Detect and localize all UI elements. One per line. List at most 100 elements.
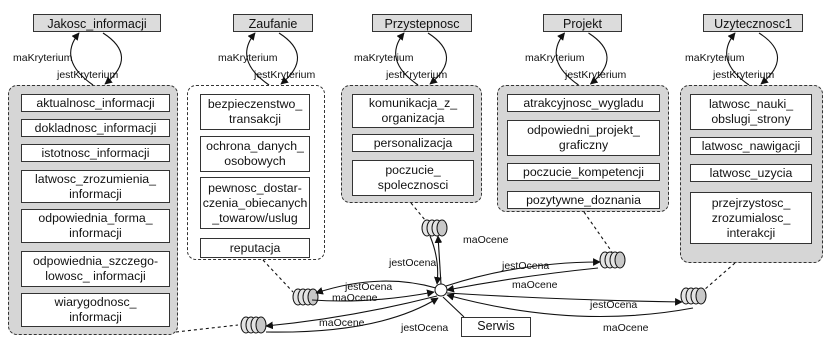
rating-node-icon [292,288,319,306]
criterion-label: personalizacja [373,135,453,150]
group-to-rating-link [703,262,736,291]
criterion-label: przejrzystosc_ zrozumialosc_ interakcji [711,195,791,240]
criterion-node: przejrzystosc_ zrozumialosc_ interakcji [690,192,812,244]
makryterium-arrow [555,32,579,86]
makryterium-arrow [246,32,270,86]
edge-label-maocene: maOcene [319,317,365,329]
criterion-node: wiarygodnosc_ informacji [21,293,170,327]
maocene-arrow [315,280,437,295]
criterion-label: aktualnosc_informacji [36,95,155,110]
edge-label-jestkryterium: jestKryterium [57,69,119,81]
criterion-node: pewnosc_dostar- czenia_obiecanych _towar… [200,177,310,229]
criteria-group [187,85,325,260]
criterion-label: istotnosc_informacji [41,145,150,160]
edge-label-maocene: maOcene [332,292,378,304]
edge-label-jestocena: jestOcena [502,260,550,272]
edge-label-makryterium: maKryterium [525,52,585,64]
maocene-arrow [265,295,438,330]
criterion-node: poczucie_ spolecznosci [352,160,474,196]
service-link [442,296,465,318]
jestocena-arrow [429,235,442,285]
criterion-label: komunikacja_z_ organizacja [368,96,458,125]
criterion-node: latwosc_zrozumienia_ informacji [21,170,170,203]
criterion-node: latwosc_nauki_ obslugi_strony [690,94,812,130]
criterion-label: latwosc_nauki_ obslugi_strony [708,97,794,126]
rating-node-icon [599,251,626,269]
criterion-node: dokladnosc_informacji [21,119,170,137]
edge-label-maocene: maOcene [603,322,649,334]
category-node: Uzytecznosc1 [703,14,803,32]
jestocena-arrow [446,292,683,306]
criterion-node: aktualnosc_informacji [21,94,170,112]
criterion-label: latwosc_uzycia [709,165,793,180]
edge-label-maocene: maOcene [512,279,558,291]
criterion-label: odpowiednia_szczego- lowosc_ informacji [32,254,159,283]
edge-label-jestkryterium: jestKryterium [254,69,316,81]
criterion-label: pewnosc_dostar- czenia_obiecanych _towar… [202,180,308,225]
group-to-rating-link [410,202,426,221]
service-node [434,283,448,297]
group-to-rating-link [583,211,613,253]
criterion-node: bezpieczenstwo_ transakcji [200,94,310,130]
criterion-label: poczucie_ spolecznosci [377,163,449,192]
rating-node-icon [421,219,448,237]
criterion-node: atrakcyjnosc_wygladu [507,94,660,112]
group-to-rating-link [262,259,294,293]
jestkryterium-arrow [588,32,608,85]
criterion-node: latwosc_uzycia [690,164,812,182]
edge-label-jestkryterium: jestKryterium [713,69,775,81]
jestkryterium-arrow [427,32,447,85]
criterion-label: bezpieczenstwo_ transakcji [207,97,303,126]
edge-label-maocene: maOcene [463,234,509,246]
maocene-arrow [434,235,443,285]
group-to-rating-link [175,324,239,333]
jestkryterium-arrow [758,32,778,85]
rating-node-icon [240,316,267,334]
criterion-label: reputacja [229,240,281,255]
jestkryterium-arrow [278,32,298,85]
jestkryterium-arrow [102,32,122,85]
criterion-node: personalizacja [352,134,474,152]
edge-label-makryterium: maKryterium [218,52,278,64]
jestocena-arrow [311,289,435,302]
edge-label-jestkryterium: jestKryterium [386,69,448,81]
category-node: Zaufanie [233,14,313,32]
category-node: Przystepnosc [372,14,472,32]
service-node-label: Serwis [461,317,531,337]
jestocena-arrow [265,297,439,333]
edge-label-makryterium: maKryterium [685,52,745,64]
edge-label-jestocena: jestOcena [590,299,638,311]
criterion-node: odpowiednia_szczego- lowosc_ informacji [21,251,170,287]
makryterium-arrow [395,32,419,86]
criterion-label: ochrona_danych_ osobowych [206,139,304,168]
jestocena-arrow [446,267,599,293]
criterion-node: latwosc_nawigacji [690,137,812,155]
criterion-label: latwosc_zrozumienia_ informacji [35,171,156,201]
criterion-node: odpowiednia_forma_ informacji [21,209,170,243]
edge-label-jestkryterium: jestKryterium [565,69,627,81]
edge-label-jestocena: jestOcena [401,322,449,334]
criterion-label: dokladnosc_informacji [34,120,157,135]
criterion-label: poczucie_kompetencji [523,164,644,179]
edge-label-jestocena: jestOcena [345,281,393,293]
criterion-label: latwosc_nawigacji [701,138,801,153]
criterion-node: poczucie_kompetencji [507,163,660,181]
criterion-label: odpowiedni_projekt_ graficzny [527,123,640,152]
criterion-node: ochrona_danych_ osobowych [200,136,310,172]
maocene-arrow [445,258,601,287]
criterion-node: pozytywne_doznania [507,191,660,209]
makryterium-arrow [70,32,94,86]
criterion-label: atrakcyjnosc_wygladu [523,95,644,110]
criterion-node: istotnosc_informacji [21,144,170,162]
edge-label-jestocena: jestOcena [389,257,437,269]
edge-label-makryterium: maKryterium [13,52,73,64]
criterion-label: wiarygodnosc_ informacji [54,295,137,324]
makryterium-arrow [726,32,750,86]
criterion-node: komunikacja_z_ organizacja [352,94,474,128]
category-node: Jakosc_informacji [33,14,161,32]
criterion-node: odpowiedni_projekt_ graficzny [507,120,660,156]
criterion-label: pozytywne_doznania [526,192,641,207]
criterion-label: odpowiednia_forma_ informacji [38,211,153,240]
